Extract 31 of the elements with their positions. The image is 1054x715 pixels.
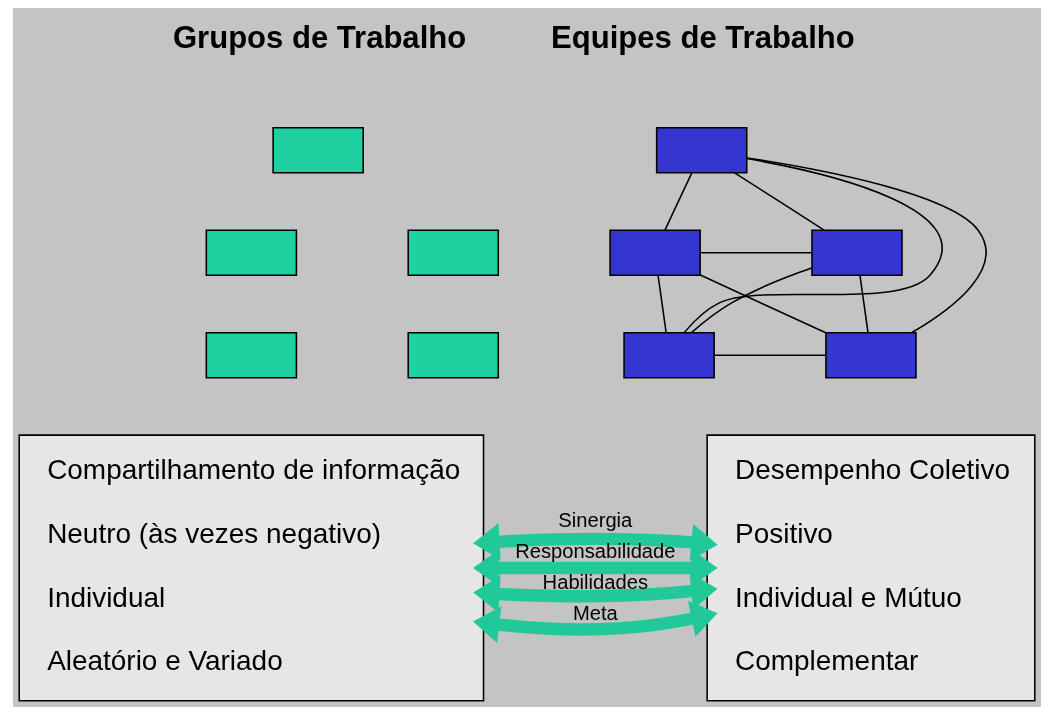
node-box: Desempenho Coletivo Positivo Individual e Mútuo Complementar — [706, 434, 1036, 702]
connector — [733, 172, 825, 231]
node-box — [623, 331, 715, 379]
node-box — [407, 331, 500, 379]
connector — [699, 251, 813, 254]
connector — [664, 172, 693, 231]
node-box — [825, 331, 917, 379]
label: Grupos de Trabalho — [172, 20, 467, 56]
connector — [746, 157, 987, 334]
node-box — [205, 331, 298, 379]
node-box — [811, 229, 903, 276]
node-box — [407, 229, 500, 276]
arrow — [473, 572, 718, 613]
edge-label: Sinergia — [558, 508, 633, 531]
arrow — [473, 600, 718, 643]
node-box — [205, 229, 298, 276]
node-box: Compartilhamento de informação Neutro (às vezes negativo) Individual Aleatório e Variado — [18, 434, 485, 702]
arrow — [473, 523, 718, 561]
node-box — [609, 229, 701, 276]
label: Equipes de Trabalho — [551, 20, 855, 56]
connector — [690, 267, 813, 334]
edge-label: Meta — [572, 601, 618, 624]
connector — [713, 354, 827, 356]
edge-label: Habilidades — [542, 570, 649, 593]
connector — [657, 274, 667, 334]
connector — [859, 274, 869, 334]
edge-label: Responsabilidade — [515, 539, 676, 562]
connector — [699, 274, 827, 334]
node-box — [655, 126, 748, 174]
connector — [683, 157, 943, 334]
node-box — [272, 126, 364, 174]
